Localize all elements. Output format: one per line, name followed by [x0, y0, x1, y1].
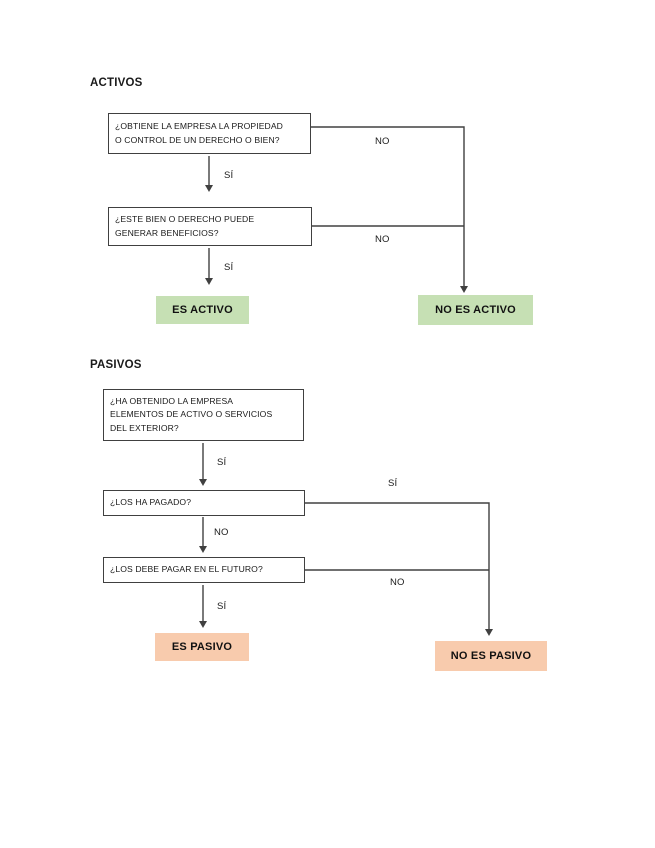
pasivos-question-3-box: ¿LOS DEBE PAGAR EN EL FUTURO?	[103, 557, 305, 583]
activos-q1-no-label: NO	[375, 136, 390, 147]
arrowhead-pasivos-q1-yes	[199, 479, 207, 486]
activos-q1-yes-label: SÍ	[224, 170, 234, 181]
pasivos-q1-yes-label: SÍ	[217, 457, 227, 468]
activos-q2-no-label: NO	[375, 234, 390, 245]
activos-q1-no-connector	[310, 126, 465, 289]
es-activo-result-box: ES ACTIVO	[156, 296, 249, 324]
no-es-activo-result-box: NO ES ACTIVO	[418, 295, 533, 325]
no-es-pasivo-result-box: NO ES PASIVO	[435, 641, 547, 671]
pasivos-q3-yes-label: SÍ	[217, 601, 227, 612]
arrowhead-activos-q2-yes	[205, 278, 213, 285]
activos-section-title: ACTIVOS	[90, 77, 143, 89]
arrowhead-no-es-pasivo	[485, 629, 493, 636]
arrowhead-activos-q1-yes	[205, 185, 213, 192]
es-pasivo-result-box: ES PASIVO	[155, 633, 249, 661]
pasivos-q2-yes-connector	[305, 502, 490, 629]
arrowhead-pasivos-q2-no	[199, 546, 207, 553]
arrowhead-no-es-activo	[460, 286, 468, 293]
pasivos-section-title: PASIVOS	[90, 359, 142, 371]
pasivos-q2-no-label: NO	[214, 527, 229, 538]
arrowhead-pasivos-q3-yes	[199, 621, 207, 628]
pasivos-q2-yes-label: SÍ	[388, 478, 398, 489]
connector-arrowheads	[199, 185, 493, 636]
activos-question-1-box: ¿OBTIENE LA EMPRESA LA PROPIEDAD O CONTR…	[108, 113, 311, 154]
pasivos-question-1-box: ¿HA OBTENIDO LA EMPRESA ELEMENTOS DE ACT…	[103, 389, 304, 441]
activos-q2-yes-label: SÍ	[224, 262, 234, 273]
pasivos-q3-no-label: NO	[390, 577, 405, 588]
connector-lines	[202, 126, 490, 629]
activos-question-2-box: ¿ESTE BIEN O DERECHO PUEDE GENERAR BENEF…	[108, 207, 312, 246]
pasivos-question-2-box: ¿LOS HA PAGADO?	[103, 490, 305, 516]
